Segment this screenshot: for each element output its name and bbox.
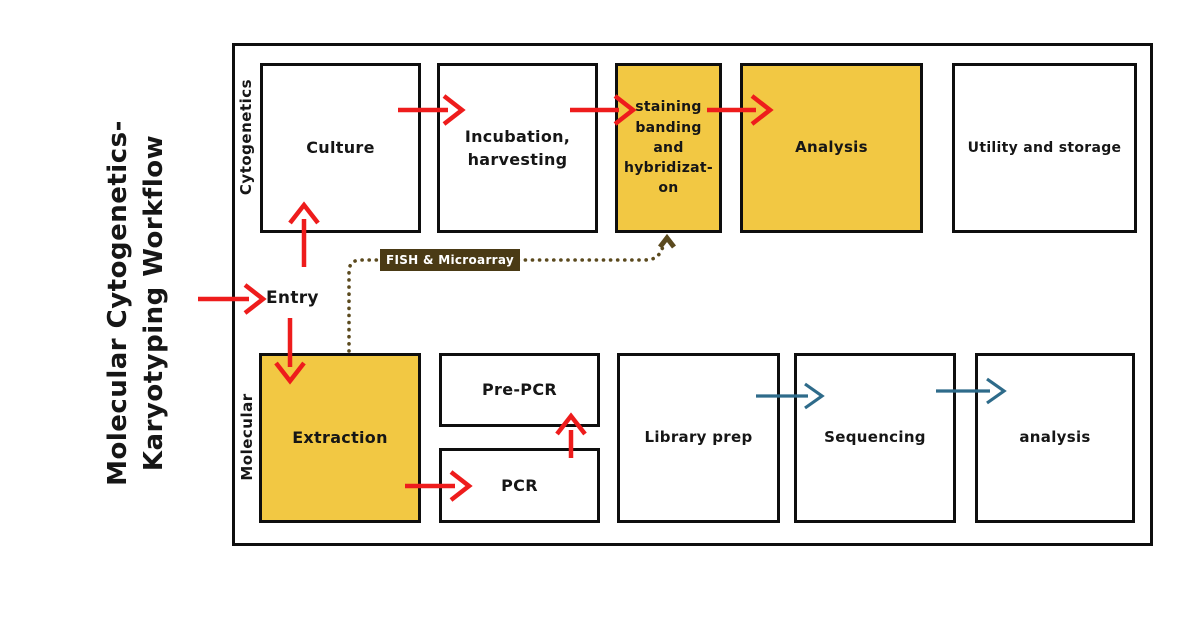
box-library-prep-label: Library prep — [644, 428, 753, 447]
box-culture-label: Culture — [306, 138, 375, 158]
box-incubation-label: Incubation, harvesting — [464, 126, 571, 169]
box-incubation-harvesting: Incubation, harvesting — [437, 63, 598, 233]
box-pre-pcr-label: Pre-PCR — [482, 380, 557, 400]
box-culture: Culture — [260, 63, 421, 233]
box-extraction: Extraction — [259, 353, 421, 523]
box-analysis-cytogenetics: Analysis — [740, 63, 923, 233]
row-label-cytogenetics: Cytogenetics — [237, 78, 255, 196]
title-line-2: Karyotyping Workflow — [139, 134, 169, 472]
row-label-molecular: Molecular — [238, 393, 256, 481]
box-utility-label: Utility and storage — [967, 139, 1122, 156]
box-pcr: PCR — [439, 448, 600, 523]
box-analysis-mol-label: analysis — [1019, 428, 1091, 447]
title-line-1: Molecular Cytogenetics- — [103, 120, 133, 486]
entry-label: Entry — [266, 288, 319, 308]
fish-microarray-tag: FISH & Microarray — [380, 249, 520, 271]
box-analysis-cyto-label: Analysis — [795, 138, 868, 157]
box-pcr-label: PCR — [501, 475, 538, 495]
box-staining-banding-hybridization: staining banding and hybridizat- on — [615, 63, 722, 233]
box-library-prep: Library prep — [617, 353, 780, 523]
box-extraction-label: Extraction — [292, 428, 388, 448]
box-sequencing: Sequencing — [794, 353, 956, 523]
box-pre-pcr: Pre-PCR — [439, 353, 600, 427]
box-sequencing-label: Sequencing — [824, 428, 926, 447]
box-staining-label: staining banding and hybridizat- on — [623, 99, 714, 197]
box-utility-and-storage: Utility and storage — [952, 63, 1137, 233]
diagram-title: Molecular Cytogenetics- Karyotyping Work… — [100, 120, 172, 486]
box-analysis-molecular: analysis — [975, 353, 1135, 523]
